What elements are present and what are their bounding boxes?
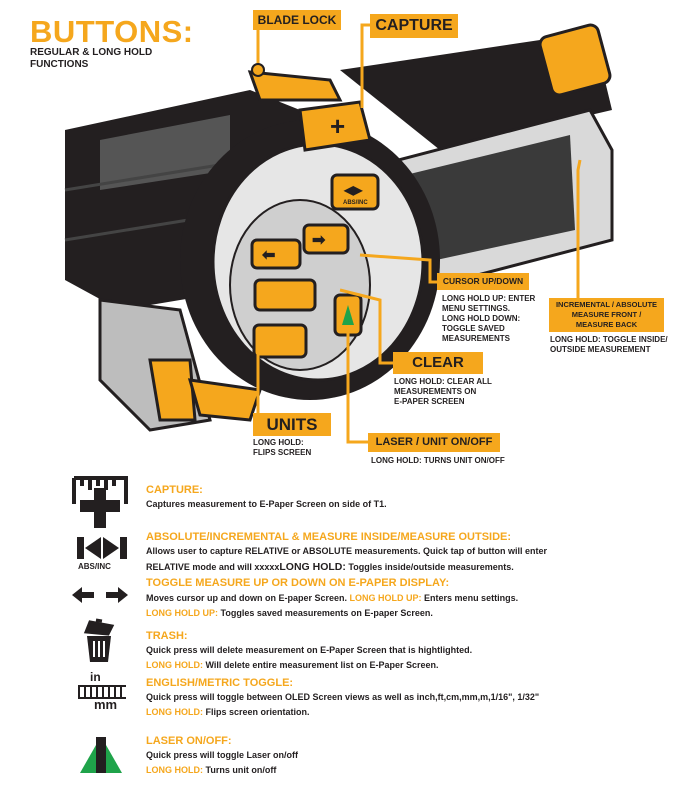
incremental-description: LONG HOLD: TOGGLE INSIDE/ OUTSIDE MEASUR…: [550, 335, 668, 355]
desc-line: LONG HOLD: CLEAR ALL: [394, 377, 492, 386]
trash-icon: [83, 618, 115, 662]
desc-line: E-PAPER SCREEN: [394, 397, 465, 406]
page-title: BUTTONS:: [30, 14, 194, 49]
abs-inc-icon: [77, 537, 127, 559]
text: Toggles saved measurements on E-paper Sc…: [218, 608, 433, 618]
legend-units-text-2: LONG HOLD: Flips screen orientation.: [146, 707, 310, 717]
desc-line: MEASUREMENTS ON: [394, 387, 477, 396]
capture-label: CAPTURE: [370, 14, 458, 38]
label-line: MEASURE FRONT /: [571, 310, 642, 319]
cursor-description: LONG HOLD UP: ENTER MENU SETTINGS. LONG …: [442, 294, 535, 344]
legend-abs-text-2: RELATIVE mode and will xxxxxLONG HOLD: T…: [146, 561, 514, 573]
capture-button[interactable]: [298, 100, 372, 152]
text: Flips screen orientation.: [203, 707, 310, 717]
units-icon: in mm: [78, 670, 128, 715]
incremental-label: INCREMENTAL / ABSOLUTE MEASURE FRONT / M…: [549, 298, 664, 332]
abs-inc-button[interactable]: [330, 173, 380, 211]
long-hold: LONG HOLD:: [146, 660, 203, 670]
cursor-down-button[interactable]: [302, 223, 350, 255]
tape-measure-illustration: + ◀▶ ABS/INC ⬅ ➡: [64, 23, 614, 444]
legend-trash-text-2: LONG HOLD: Will delete entire measuremen…: [146, 660, 439, 670]
text: RELATIVE mode and will xxxxx: [146, 562, 280, 572]
text: Enters menu settings.: [421, 593, 519, 603]
clear-button[interactable]: [253, 278, 317, 312]
long-hold: LONG HOLD:: [279, 561, 346, 573]
label-line: INCREMENTAL / ABSOLUTE: [555, 300, 658, 309]
desc-line: LONG HOLD:: [253, 438, 304, 447]
cursor-up-button[interactable]: [250, 238, 302, 270]
desc-line: LONG HOLD: TOGGLE INSIDE/: [550, 335, 668, 344]
text: Turns unit on/off: [203, 765, 277, 775]
desc-line: TOGGLE SAVED: [442, 324, 505, 333]
capture-button-plus-icon: +: [330, 111, 345, 141]
desc-line: MENU SETTINGS.: [442, 304, 511, 313]
svg-text:⬅: ⬅: [261, 247, 275, 264]
desc-line: LONG HOLD DOWN:: [442, 314, 521, 323]
arrows-icon: [72, 587, 128, 603]
units-icon-mm: mm: [94, 697, 118, 712]
units-description: LONG HOLD: FLIPS SCREEN: [253, 438, 311, 458]
ruler-mark: [78, 685, 126, 699]
laser-label: LASER / UNIT ON/OFF: [368, 433, 500, 452]
long-hold: LONG HOLD:: [146, 765, 203, 775]
svg-text:◀▶: ◀▶: [343, 183, 363, 197]
cursor-label: CURSOR UP/DOWN: [437, 273, 529, 290]
clear-label: CLEAR: [393, 352, 483, 374]
text: Toggles inside/outside measurements.: [345, 562, 514, 572]
page-subtitle: REGULAR & LONG HOLD FUNCTIONS: [30, 47, 153, 70]
legend-units-text: Quick press will toggle between OLED Scr…: [146, 692, 540, 702]
text: Moves cursor up and down on E-paper Scre…: [146, 593, 350, 603]
laser-description: LONG HOLD: TURNS UNIT ON/OFF: [371, 456, 505, 465]
desc-line: MEASUREMENTS: [442, 334, 511, 343]
legend-abs-text: Allows user to capture RELATIVE or ABSOL…: [146, 546, 548, 556]
callout-leader-lines: [256, 23, 582, 444]
legend-laser-text-2: LONG HOLD: Turns unit on/off: [146, 765, 276, 775]
legend-units-title: ENGLISH/METRIC TOGGLE:: [146, 677, 294, 689]
desc-line: FLIPS SCREEN: [253, 448, 312, 457]
long-hold: LONG HOLD UP:: [146, 608, 218, 618]
clear-description: LONG HOLD: CLEAR ALL MEASUREMENTS ON E-P…: [394, 377, 492, 407]
blade-lock-button[interactable]: [247, 70, 343, 102]
legend-abs-title: ABSOLUTE/INCREMENTAL & MEASURE INSIDE/ME…: [146, 531, 512, 543]
legend-trash-title: TRASH:: [146, 630, 188, 642]
svg-text:➡: ➡: [312, 232, 326, 249]
legend-laser-title: LASER ON/OFF:: [146, 735, 232, 747]
long-hold: LONG HOLD UP:: [349, 593, 422, 603]
capture-icon: [72, 476, 128, 528]
legend-trash-text: Quick press will delete measurement on E…: [146, 645, 473, 655]
legend-toggle-title: TOGGLE MEASURE UP OR DOWN ON E-PAPER DIS…: [146, 577, 450, 589]
label-line: MEASURE BACK: [575, 320, 638, 329]
svg-text:ABS/INC: ABS/INC: [343, 200, 368, 206]
legend-toggle-text-2: LONG HOLD UP: Toggles saved measurements…: [146, 608, 433, 618]
desc-line: OUTSIDE MEASUREMENT: [550, 345, 651, 354]
laser-icon: [80, 737, 122, 773]
legend-laser-text: Quick press will toggle Laser on/off: [146, 750, 299, 760]
blade-lock-label: BLADE LOCK: [253, 10, 341, 30]
legend-capture-text: Captures measurement to E-Paper Screen o…: [146, 499, 387, 509]
units-icon-in: in: [90, 670, 101, 684]
units-label: UNITS: [253, 413, 331, 436]
text: Will delete entire measurement list on E…: [203, 660, 439, 670]
units-button[interactable]: [252, 323, 308, 359]
legend-capture-title: CAPTURE:: [146, 484, 203, 496]
abs-inc-icon-label: ABS/INC: [78, 562, 111, 571]
long-hold: LONG HOLD:: [146, 707, 203, 717]
desc-line: LONG HOLD UP: ENTER: [442, 294, 536, 303]
legend-toggle-text: Moves cursor up and down on E-paper Scre…: [146, 593, 518, 603]
